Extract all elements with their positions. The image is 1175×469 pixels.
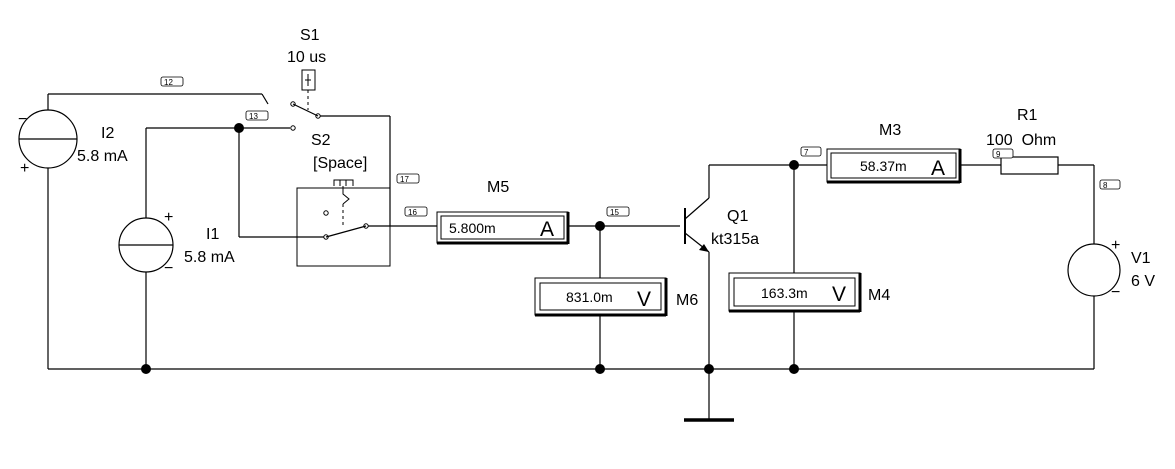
wire bbox=[261, 93, 269, 105]
m5-name-label: M5 bbox=[487, 179, 509, 196]
minus-sign: − bbox=[18, 111, 27, 128]
meter-display bbox=[539, 282, 662, 311]
junction-dot bbox=[704, 364, 714, 374]
s1-name-label: S1 bbox=[300, 27, 320, 44]
m3-name-label: M3 bbox=[879, 122, 901, 139]
switch-blade bbox=[292, 103, 319, 117]
node-tag-9: 9 bbox=[992, 148, 1014, 159]
s1-time-label: 10 us bbox=[287, 49, 326, 66]
junction-dot bbox=[595, 221, 605, 231]
spring-icon bbox=[342, 186, 350, 205]
m3-unit: A bbox=[931, 157, 945, 180]
meter-display bbox=[440, 215, 565, 240]
meter-display bbox=[733, 277, 856, 307]
current-source-i1[interactable]: + − I1 5.8 mA bbox=[118, 209, 235, 277]
m6-reading: 831.0m bbox=[566, 289, 613, 305]
meter-m5[interactable]: M5 5.800m A bbox=[436, 179, 570, 245]
switch-contact bbox=[323, 210, 329, 216]
wires bbox=[47, 93, 1095, 420]
v1-value-label: 6 V bbox=[1131, 273, 1155, 290]
plus-sign: + bbox=[1111, 237, 1120, 254]
transistor-q1[interactable]: Q1 kt315a bbox=[684, 197, 759, 253]
i2-name-label: I2 bbox=[101, 125, 114, 142]
node-tag-8: 8 bbox=[1099, 179, 1121, 190]
node-tag-17: 17 bbox=[396, 173, 420, 184]
node-tag-13: 13 bbox=[245, 110, 269, 121]
switch-s1[interactable]: S1 10 us bbox=[287, 27, 326, 131]
node-tag-7: 7 bbox=[800, 146, 822, 157]
voltage-source-v1[interactable]: + − V1 6 V bbox=[1067, 237, 1155, 301]
plus-sign: + bbox=[20, 160, 29, 177]
m5-reading: 5.800m bbox=[449, 220, 496, 236]
m6-name-label: M6 bbox=[676, 292, 698, 309]
transistor-collector bbox=[684, 197, 710, 220]
resistor-body bbox=[1000, 156, 1059, 175]
switch-blade bbox=[325, 225, 367, 238]
key-icon bbox=[333, 179, 354, 186]
s2-key-label: [Space] bbox=[313, 155, 367, 172]
svg-text:13: 13 bbox=[249, 112, 258, 121]
r1-name-label: R1 bbox=[1017, 107, 1038, 124]
svg-text:16: 16 bbox=[408, 208, 417, 217]
current-source-i2[interactable]: − + I2 5.8 mA bbox=[18, 109, 128, 177]
m5-unit: A bbox=[540, 218, 554, 241]
plus-sign: + bbox=[164, 209, 173, 226]
node-tag-16: 16 bbox=[404, 206, 428, 217]
junction-dot bbox=[789, 160, 799, 170]
i1-name-label: I1 bbox=[206, 226, 219, 243]
i2-value-label: 5.8 mA bbox=[77, 148, 128, 165]
svg-text:17: 17 bbox=[400, 175, 409, 184]
meter-display bbox=[830, 152, 957, 179]
junction-dot bbox=[141, 364, 151, 374]
junctions bbox=[141, 123, 799, 374]
s2-name-label: S2 bbox=[311, 132, 331, 149]
meter-m6[interactable]: 831.0m V M6 bbox=[534, 277, 698, 317]
r1-value-label: 100 Ohm bbox=[986, 132, 1056, 149]
minus-sign: − bbox=[164, 260, 173, 277]
m4-reading: 163.3m bbox=[761, 285, 808, 301]
meter-m3[interactable]: M3 58.37m A bbox=[826, 122, 962, 184]
svg-text:7: 7 bbox=[804, 148, 809, 157]
m4-name-label: M4 bbox=[868, 287, 890, 304]
junction-dot bbox=[234, 123, 244, 133]
switch-s2[interactable]: S2 [Space] bbox=[296, 132, 391, 267]
node-tags: 12 13 17 16 15 7 9 8 bbox=[160, 76, 1121, 217]
i1-value-label: 5.8 mA bbox=[184, 249, 235, 266]
emitter-arrow-icon bbox=[699, 244, 709, 252]
q1-name-label: Q1 bbox=[727, 208, 748, 225]
v1-name-label: V1 bbox=[1131, 250, 1151, 267]
node-tag-12: 12 bbox=[160, 76, 184, 87]
meter-m4[interactable]: 163.3m V M4 bbox=[728, 272, 890, 313]
svg-text:12: 12 bbox=[164, 78, 173, 87]
switch-contact bbox=[290, 125, 296, 131]
junction-dot bbox=[595, 364, 605, 374]
svg-text:15: 15 bbox=[610, 208, 619, 217]
m4-unit: V bbox=[832, 283, 846, 306]
svg-text:8: 8 bbox=[1103, 181, 1108, 190]
junction-dot bbox=[789, 364, 799, 374]
node-tag-15: 15 bbox=[606, 206, 630, 217]
svg-text:9: 9 bbox=[996, 150, 1001, 159]
switch-s2-box bbox=[296, 187, 391, 267]
resistor-r1[interactable]: R1 100 Ohm bbox=[986, 107, 1059, 175]
minus-sign: − bbox=[1111, 284, 1120, 301]
m3-reading: 58.37m bbox=[860, 158, 907, 174]
q1-model-label: kt315a bbox=[711, 231, 759, 248]
m6-unit: V bbox=[637, 288, 651, 311]
voltage-source-circle bbox=[1067, 243, 1121, 297]
